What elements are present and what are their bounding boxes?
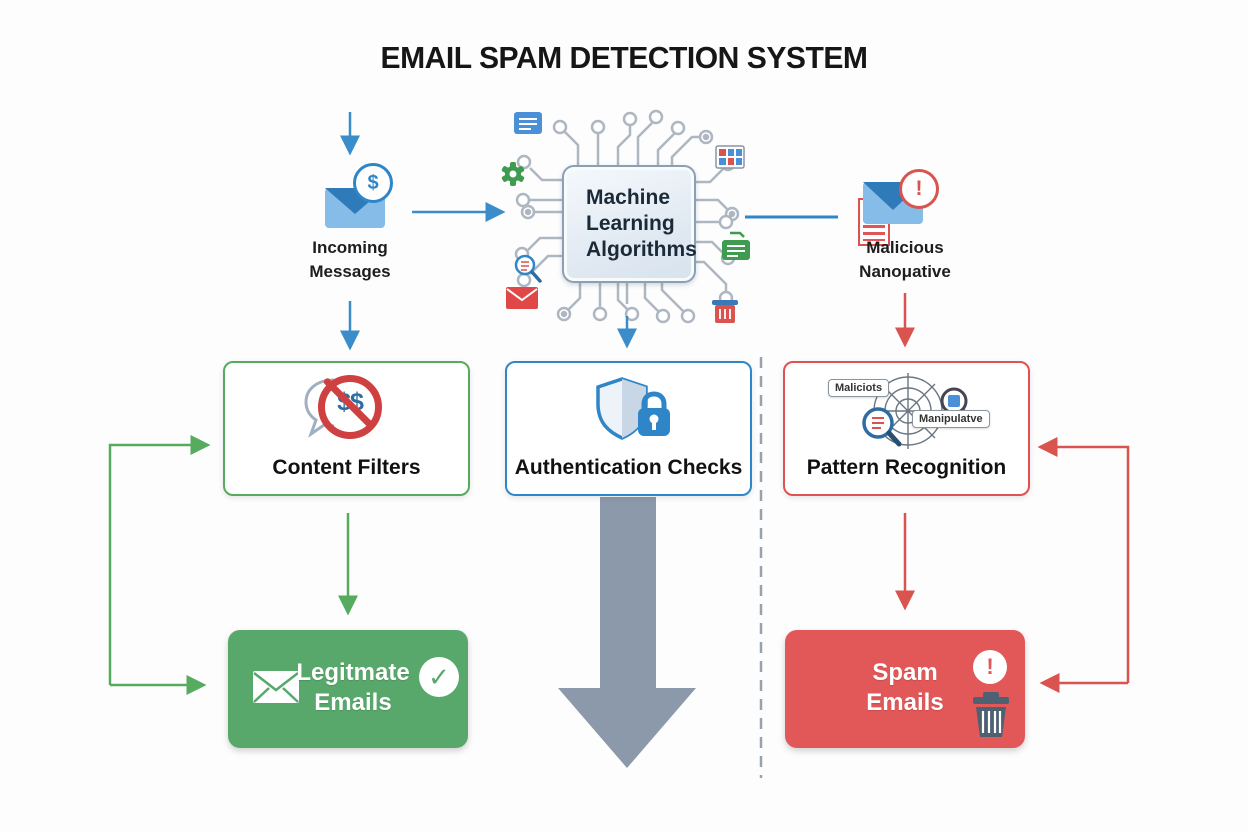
web-tag-manipulative: Manipulatve — [912, 410, 990, 428]
dollar-glyph: $ — [367, 171, 379, 194]
big-down-arrow — [558, 497, 696, 768]
pattern-recognition-label: Pattern Recognition — [806, 456, 1007, 479]
check-glyph: ✓ — [428, 661, 450, 692]
spam-emails-label: Spam Emails — [866, 659, 944, 716]
chip-table-icon — [715, 145, 745, 169]
chip-trash-icon — [712, 300, 738, 323]
ml-chip-label: Machine Learning Algorithms — [586, 186, 697, 261]
check-badge-icon: ✓ — [419, 657, 459, 697]
chip-gear-icon — [501, 162, 525, 186]
feedback-bracket-green — [108, 435, 211, 685]
no-spam-dollars-icon: $$ — [300, 372, 396, 446]
ml-chip: Machine Learning Algorithms — [562, 165, 697, 283]
legitimate-emails-box: Legitmate Emails ✓ — [228, 630, 468, 748]
feedback-bracket-red — [1037, 437, 1130, 683]
chip-doc-icon — [722, 231, 750, 260]
trash-icon — [973, 692, 1009, 737]
legit-envelope-icon — [253, 671, 299, 703]
circuit-traces-decoration — [514, 109, 740, 324]
prohibition-circle-icon — [318, 375, 382, 439]
dollar-badge-icon: $ — [353, 163, 393, 203]
incoming-messages-label: Incoming Messages — [309, 238, 391, 281]
exclamation-glyph: ! — [915, 177, 923, 200]
authentication-checks-label: Authentication Checks — [514, 456, 743, 479]
page-title: EMAIL SPAM DETECTION SYSTEM — [380, 40, 868, 75]
pattern-recognition-box: Pattern Recognition — [783, 361, 1030, 496]
shield-lock-icon — [596, 377, 670, 440]
malicious-warning-badge-icon: ! — [899, 169, 939, 209]
authentication-checks-box: Authentication Checks — [505, 361, 752, 496]
spam-exclamation-glyph: ! — [986, 654, 994, 679]
spam-warning-badge-icon: ! — [973, 650, 1007, 684]
web-tag-malicious: Maliciots — [828, 379, 890, 397]
chip-magnifier-icon — [514, 254, 542, 283]
spam-emails-box: Spam Emails ! — [785, 630, 1025, 748]
chip-mail-icon — [506, 287, 538, 309]
chip-note-icon — [514, 112, 542, 134]
legitimate-emails-label: Legitmate Emails — [296, 659, 410, 716]
malicious-label: Malicious Nanoμative — [859, 238, 951, 281]
content-filters-label: Content Filters — [272, 456, 421, 479]
